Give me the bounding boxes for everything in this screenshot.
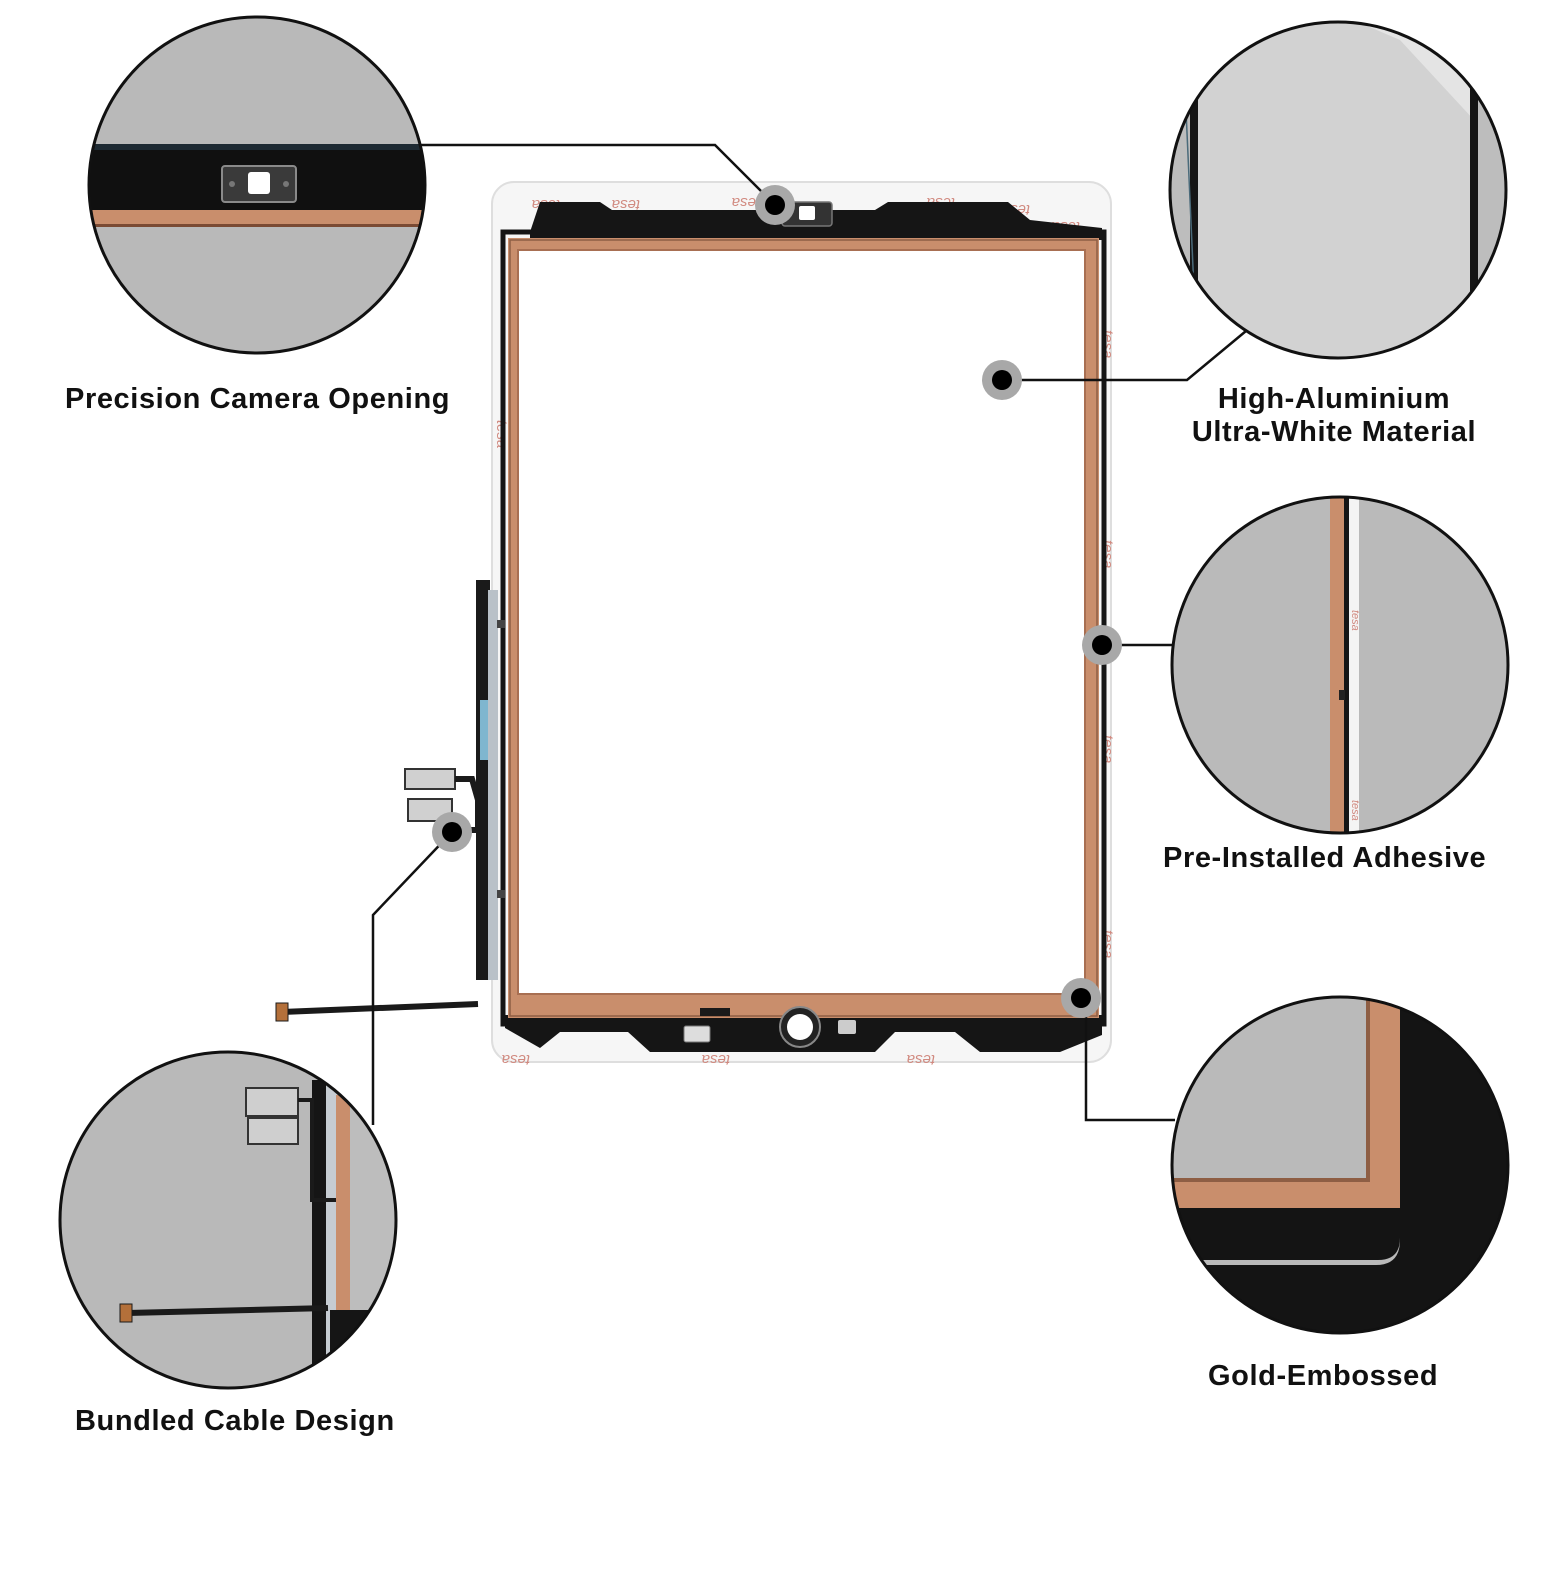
cable-caption: Bundled Cable Design — [75, 1405, 395, 1437]
gold-zoom-circle — [1170, 995, 1510, 1335]
camera-opening — [221, 165, 297, 203]
svg-text:tesa: tesa — [702, 1051, 730, 1068]
home-button-bracket — [683, 1006, 856, 1048]
callout-dots — [432, 185, 1122, 1018]
gold-caption: Gold-Embossed — [1208, 1360, 1439, 1392]
camera-dot — [755, 185, 795, 225]
material-caption-line2: Ultra-White Material — [1191, 416, 1477, 448]
svg-text:tesa: tesa — [612, 196, 640, 213]
adhesive-caption: Pre-Installed Adhesive — [1163, 842, 1487, 874]
material-zoom-circle — [1168, 20, 1508, 360]
camera-zoom-circle — [87, 15, 427, 355]
camera-callout-line — [420, 143, 776, 206]
svg-text:tesa: tesa — [907, 1051, 935, 1068]
cable-zoom-circle — [58, 1050, 398, 1390]
material-callout-line — [1002, 330, 1247, 382]
touch-panel: tesa tesa tesa tesa tesa tesa tesa tesa … — [275, 181, 1116, 1068]
material-caption-line1: High-Aluminium — [1217, 383, 1451, 415]
gold-dot — [1061, 978, 1101, 1018]
adhesive-zoom-circle: tesa tesa — [1170, 495, 1510, 835]
cable-dot — [432, 812, 472, 852]
material-caption: High-Aluminium Ultra-White Material — [1178, 383, 1490, 449]
adhesive-tesa-mark-2: tesa — [1349, 800, 1361, 821]
svg-text:tesa: tesa — [502, 1051, 530, 1068]
adhesive-dot — [1082, 625, 1122, 665]
adhesive-tesa-mark: tesa — [1349, 610, 1361, 631]
flex-cable — [275, 580, 505, 1022]
camera-caption: Precision Camera Opening — [65, 383, 451, 415]
material-dot — [982, 360, 1022, 400]
svg-text:tesa: tesa — [732, 194, 760, 211]
cable-callout-line — [371, 831, 453, 1125]
